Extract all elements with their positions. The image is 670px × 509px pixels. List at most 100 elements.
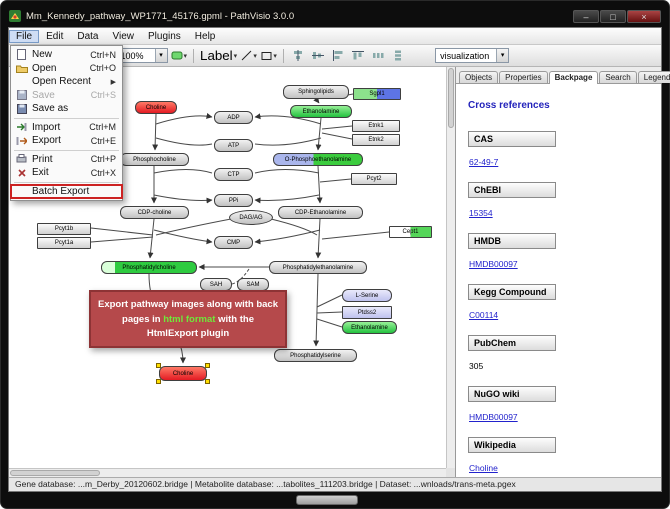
distribute-vertical-button[interactable]	[389, 47, 407, 65]
pathway-node-choline[interactable]: Choline	[135, 101, 177, 114]
align-center-x-button[interactable]	[289, 47, 307, 65]
pathway-edge	[155, 112, 213, 125]
pathway-node-cdp-choline[interactable]: CDP-choline	[120, 206, 189, 219]
pathway-node-adp[interactable]: ADP	[214, 111, 253, 124]
line-tool-button[interactable]: ▾	[240, 47, 258, 65]
pathway-node-phosphatidylserine[interactable]: Phosphatidylserine	[274, 349, 357, 362]
menu-edit[interactable]: Edit	[46, 30, 64, 42]
distribute-horizontal-button[interactable]	[369, 47, 387, 65]
xref-section-nugo: NuGO wiki HMDB00097	[468, 386, 649, 428]
tab-legend[interactable]: Legend	[637, 71, 670, 83]
menu-item-save[interactable]: Save Ctrl+S	[11, 89, 122, 103]
visualization-select[interactable]: visualization ▾	[435, 48, 510, 63]
menu-item-save-as[interactable]: Save as	[11, 102, 122, 116]
pathway-node-pcyt1a[interactable]: Pcyt1a	[37, 237, 91, 249]
maximize-button[interactable]: □	[600, 9, 626, 23]
pathway-node-phosphatidylethanolamine[interactable]: Phosphatidylethanolamine	[269, 261, 367, 274]
menu-item-export[interactable]: Export Ctrl+E	[11, 134, 122, 148]
label-tool-button[interactable]: Label ▾	[200, 48, 238, 63]
pathway-node-ethanolamine[interactable]: Ethanolamine	[290, 105, 352, 118]
pathway-edge	[313, 96, 320, 104]
pathway-node-pcyt2[interactable]: Pcyt2	[351, 173, 397, 185]
pathway-edge	[254, 229, 321, 245]
pathway-node-phosphatidylcholine[interactable]: Phosphatidylcholine	[101, 261, 197, 274]
pathway-node-o-phosphoethanolamine[interactable]: O-Phosphoethanolamine	[273, 153, 363, 166]
datanode-template-button[interactable]: ▾	[170, 47, 189, 65]
pathway-node-ctp[interactable]: CTP	[214, 168, 253, 181]
xref-link[interactable]: Choline	[469, 463, 498, 473]
menu-plugins[interactable]: Plugins	[147, 30, 181, 42]
tab-objects[interactable]: Objects	[459, 71, 499, 83]
close-button[interactable]: ×	[627, 9, 661, 23]
pathway-node-choline[interactable]: Choline	[156, 363, 210, 384]
pathway-edge	[316, 165, 323, 204]
pathway-node-phosphocholine[interactable]: Phosphocholine	[120, 153, 189, 166]
pathway-node-pcyt1b[interactable]: Pcyt1b	[37, 223, 91, 235]
line-tool-icon	[242, 50, 252, 61]
pathway-node-cdp-ethanolamine[interactable]: CDP-Ethanolamine	[278, 206, 363, 219]
menu-file[interactable]: File	[9, 29, 40, 43]
selection-handle[interactable]	[156, 363, 161, 368]
pathway-node-etnk1[interactable]: Etnk1	[352, 120, 400, 132]
pathway-edge	[321, 125, 353, 130]
menu-item-open-recent[interactable]: Open Recent ▶	[32, 76, 116, 88]
pathway-node-ethanolamine[interactable]: Ethanolamine	[342, 321, 397, 334]
shape-tool-button[interactable]: ▾	[260, 47, 278, 65]
xref-link[interactable]: 15354	[469, 208, 493, 218]
chevron-down-icon: ▾	[233, 52, 238, 60]
selection-handle[interactable]	[205, 379, 210, 384]
pathway-node-ppi[interactable]: PPi	[214, 194, 253, 207]
pathway-edge	[155, 218, 232, 236]
pathway-node-etnk2[interactable]: Etnk2	[352, 134, 400, 146]
menu-item-exit[interactable]: Exit Ctrl+X	[11, 166, 122, 180]
pathway-node-ptdss2[interactable]: Ptdss2	[342, 306, 392, 319]
pathway-node-l-serine[interactable]: L-Serine	[342, 289, 392, 302]
pathway-edge	[315, 218, 322, 259]
minimize-button[interactable]: –	[573, 9, 599, 23]
status-bar: Gene database: ...m_Derby_20120602.bridg…	[9, 477, 661, 491]
xref-section-chebi: ChEBI 15354	[468, 182, 649, 224]
side-panel-tabs: Objects Properties Backpage Search Legen…	[456, 67, 670, 84]
xref-link[interactable]: HMDB00097	[469, 259, 518, 269]
menu-separator	[14, 149, 119, 151]
scrollbar-thumb[interactable]	[10, 470, 100, 476]
menu-item-new[interactable]: New Ctrl+N	[11, 48, 122, 62]
pathway-edge	[90, 227, 154, 236]
canvas-horizontal-scrollbar[interactable]	[9, 468, 446, 477]
xref-source-name: Wikipedia	[468, 437, 556, 453]
menu-help[interactable]: Help	[194, 30, 216, 42]
tab-properties[interactable]: Properties	[499, 71, 548, 83]
menu-item-open[interactable]: Open Ctrl+O	[11, 62, 122, 76]
menu-item-print[interactable]: Print Ctrl+P	[11, 153, 122, 167]
canvas-vertical-scrollbar[interactable]	[446, 67, 455, 468]
align-center-y-button[interactable]	[309, 47, 327, 65]
scrollbar-thumb[interactable]	[448, 68, 454, 128]
pathway-node-cmp[interactable]: CMP	[214, 236, 253, 249]
menu-view[interactable]: View	[112, 30, 134, 42]
xref-section-wikipedia: Wikipedia Choline	[468, 437, 649, 477]
xref-section-kegg: Kegg Compound C00114	[468, 284, 649, 326]
align-top-button[interactable]	[349, 47, 367, 65]
pathway-node-atp[interactable]: ATP	[214, 139, 253, 152]
menu-data[interactable]: Data	[77, 30, 99, 42]
window-bottom-grip	[296, 495, 358, 505]
xref-link[interactable]: HMDB00097	[469, 412, 518, 422]
menu-item-batch-export[interactable]: Batch Export	[10, 183, 123, 199]
xref-link[interactable]: C00114	[469, 310, 499, 320]
pathway-node-sgpl1[interactable]: Sgpl1	[353, 88, 401, 100]
pathway-node-cept1[interactable]: Cept1	[389, 226, 432, 238]
xref-source-name: Kegg Compound	[468, 284, 556, 300]
xref-link[interactable]: 62-49-7	[469, 157, 499, 167]
selection-handle[interactable]	[156, 379, 161, 384]
tab-backpage[interactable]: Backpage	[548, 71, 599, 84]
selection-handle[interactable]	[205, 363, 210, 368]
pathway-node-dag-ag[interactable]: DAG/AG	[229, 210, 273, 225]
menu-item-import[interactable]: Import Ctrl+M	[11, 121, 122, 135]
pathway-node-sphingolipids[interactable]: Sphingolipids	[283, 85, 349, 99]
tab-search[interactable]: Search	[599, 71, 637, 83]
xref-source-name: PubChem	[468, 335, 556, 351]
align-left-button[interactable]	[329, 47, 347, 65]
zoom-select[interactable]: 100% ▾	[115, 48, 168, 63]
